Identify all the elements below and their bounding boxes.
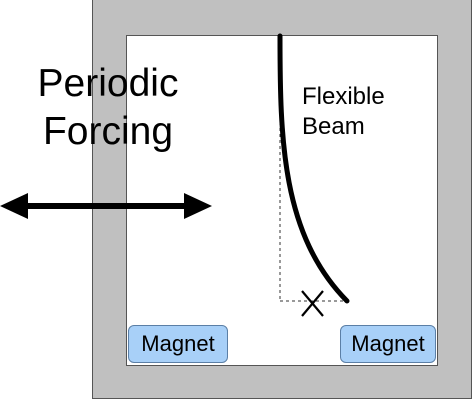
flexible-beam-label: Flexible Beam	[302, 82, 385, 142]
flexible-beam	[277, 33, 350, 304]
magnet-right: Magnet	[340, 325, 436, 363]
magnet-left: Magnet	[128, 325, 228, 363]
forcing-label-line2: Forcing	[42, 110, 174, 153]
double-headed-arrow-icon	[0, 193, 212, 219]
forcing-label-line1: Periodic	[37, 62, 179, 105]
beam-label-line2: Beam	[302, 113, 365, 140]
x-mark-icon	[301, 290, 324, 317]
periodic-forcing-label: Periodic Forcing	[8, 60, 208, 156]
beam-reference-dashed-lines	[279, 38, 347, 302]
beam-label-line1: Flexible	[302, 83, 385, 110]
